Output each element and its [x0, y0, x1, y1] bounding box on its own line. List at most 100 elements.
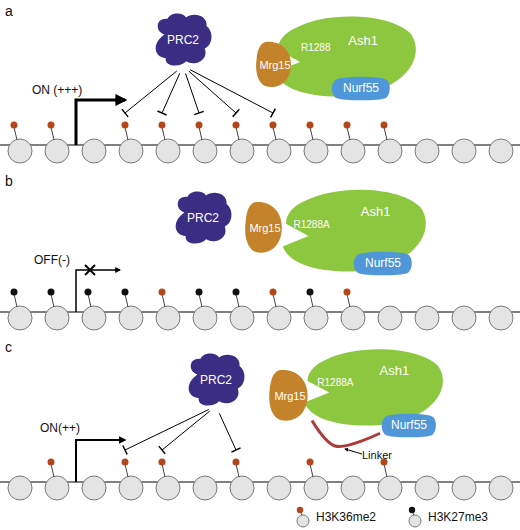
nucleosome — [82, 476, 106, 500]
nucleosome — [489, 306, 513, 330]
nucleosome — [230, 306, 254, 330]
histone-tail — [273, 127, 276, 140]
chromatin-panel — [0, 70, 520, 163]
nucleosome — [45, 139, 69, 163]
histone-mark — [122, 289, 129, 296]
dna-strand — [0, 145, 520, 146]
shape-fill — [275, 17, 416, 97]
inhibition-bar — [194, 111, 203, 114]
nucleosome — [267, 306, 291, 330]
nucleosome — [230, 476, 254, 500]
promoter-arrow — [76, 100, 125, 145]
nucleosome — [267, 139, 291, 163]
inhibition-bar — [122, 109, 128, 117]
histone-tail — [51, 464, 54, 477]
protein-complex: PRC2 — [172, 190, 234, 246]
shape-fill — [382, 414, 436, 438]
inhibition-line — [162, 411, 210, 450]
histone-tail — [14, 127, 17, 140]
panel-letter: a — [5, 4, 13, 18]
protein-complex: PRC2 — [185, 352, 247, 408]
histone-tail — [199, 294, 202, 307]
histone-tail — [384, 127, 387, 140]
protein-shape: Mrg15 — [255, 40, 295, 90]
protein-name: PRC2 — [200, 374, 232, 386]
nucleosome — [341, 306, 365, 330]
histone-mark — [159, 122, 166, 129]
protein-name: Nurf55 — [343, 82, 379, 94]
nucleosome — [45, 476, 69, 500]
histone-tail — [125, 127, 128, 140]
histone-tail — [347, 127, 350, 140]
protein-name: Mrg15 — [249, 223, 280, 234]
inhibition-line — [162, 73, 180, 113]
protein-name: Ash1 — [348, 33, 378, 46]
protein-shape: Mrg15 — [268, 368, 312, 424]
chromatin-panel — [0, 409, 520, 500]
histone-mark — [122, 459, 129, 466]
annotation-text: OFF(-) — [34, 254, 70, 266]
histone-mark — [48, 122, 55, 129]
histone-mark — [48, 459, 55, 466]
inhibition-bar — [271, 109, 276, 118]
nucleosome — [119, 476, 143, 500]
shape-fill — [304, 349, 443, 425]
annotation-text: ON(++) — [40, 422, 80, 434]
histone-tail — [125, 464, 128, 477]
histone-tail — [51, 294, 54, 307]
nucleosome — [415, 476, 439, 500]
shape-fill — [156, 14, 212, 66]
histone-mark — [196, 122, 203, 129]
nucleosome — [156, 306, 180, 330]
nucleosome — [193, 139, 217, 163]
histone-mark — [233, 289, 240, 296]
nucleosome — [341, 139, 365, 163]
nucleosome — [267, 476, 291, 500]
legend-swatch — [404, 506, 424, 528]
nucleosome — [8, 306, 32, 330]
histone-tail — [273, 294, 276, 307]
histone-mark — [307, 289, 314, 296]
histone-mark — [85, 289, 92, 296]
nucleosome — [415, 139, 439, 163]
protein-shape: Nurf55 — [380, 412, 438, 438]
histone-tail — [347, 294, 350, 307]
histone-tail — [162, 294, 165, 307]
nucleosome — [304, 139, 328, 163]
nucleosome — [82, 139, 106, 163]
histone-tail — [162, 464, 165, 477]
nucleosome — [119, 139, 143, 163]
nucleosome — [45, 306, 69, 330]
nucleosome — [341, 476, 365, 500]
protein-name: Nurf55 — [365, 257, 401, 269]
nucleosome — [8, 139, 32, 163]
promoter-arrow — [76, 270, 120, 312]
nucleosome — [452, 139, 476, 163]
nucleosome — [304, 306, 328, 330]
inhibition-bar — [123, 445, 127, 454]
inhibition-line — [125, 409, 209, 450]
nucleosome — [304, 476, 328, 500]
histone-tail — [51, 127, 54, 140]
protein-name: PRC2 — [187, 212, 219, 224]
histone-mark — [159, 459, 166, 466]
protein-name: Nurf55 — [391, 419, 427, 431]
inhibition-line — [125, 71, 177, 113]
histone-mark — [270, 122, 277, 129]
residue-label: R1288 — [301, 43, 330, 53]
promoter-arrow — [76, 440, 125, 482]
nucleosome — [230, 139, 254, 163]
annotation-text: Linker — [362, 450, 392, 461]
protein-complex: PRC2 — [152, 12, 214, 68]
nucleosome — [489, 476, 513, 500]
histone-tail — [236, 127, 239, 140]
inhibition-line — [219, 413, 236, 450]
histone-tail — [310, 294, 313, 307]
legend-text: H3K36me2 — [316, 510, 376, 524]
histone-mark — [344, 122, 351, 129]
protein-shape: Nurf55 — [330, 75, 392, 101]
legend-entry: H3K27me3 — [404, 506, 488, 528]
nucleosome — [378, 139, 402, 163]
histone-mark — [122, 122, 129, 129]
histone-mark — [307, 122, 314, 129]
